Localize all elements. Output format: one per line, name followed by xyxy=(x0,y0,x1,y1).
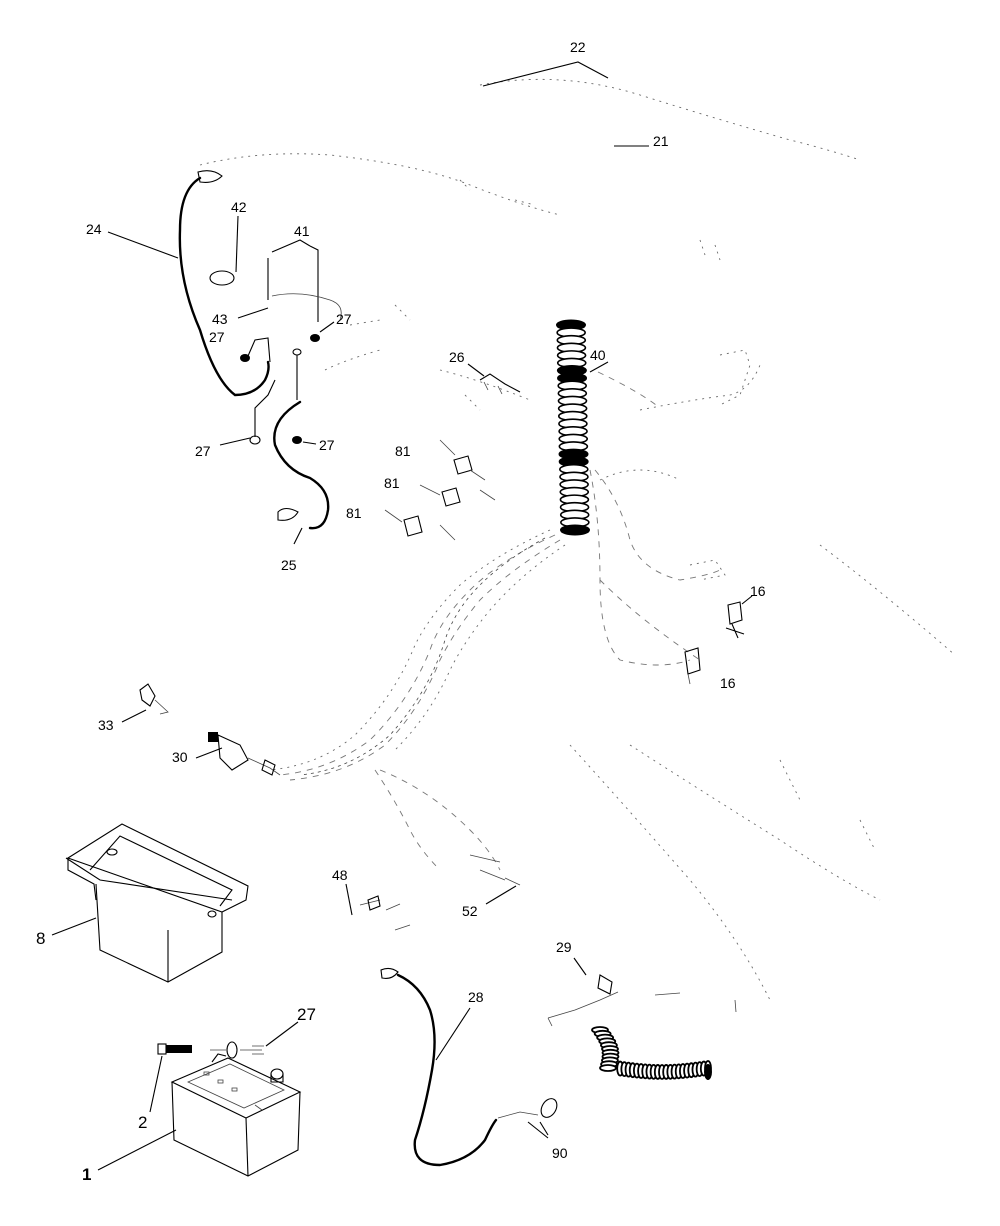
callout-27d: 27 xyxy=(319,437,335,453)
callout-81c: 81 xyxy=(346,505,362,521)
part-21: 21 xyxy=(614,133,669,149)
callout-41: 41 xyxy=(294,223,310,239)
callout-16b: 16 xyxy=(720,675,736,691)
battery-tray-8: 8 xyxy=(36,823,249,983)
cable-28: 28 xyxy=(380,967,498,1167)
part-41-43: 41 43 xyxy=(212,223,342,327)
callout-27a: 27 xyxy=(336,311,352,327)
part-30: 30 xyxy=(172,732,281,776)
callout-29: 29 xyxy=(556,939,572,955)
relay-bracket-area: 26 81 81 81 xyxy=(324,304,531,541)
cable-25: 25 xyxy=(273,400,330,573)
callout-2: 2 xyxy=(138,1113,147,1132)
callout-8: 8 xyxy=(36,929,45,948)
conduit-ring xyxy=(560,524,590,536)
hose-ring xyxy=(599,1064,617,1072)
callout-81b: 81 xyxy=(384,475,400,491)
callout-27e: 27 xyxy=(297,1005,316,1024)
part-33: 33 xyxy=(98,683,169,733)
nuts-27: 27 27 27 27 xyxy=(195,311,352,459)
conduit-40: 40 xyxy=(556,319,661,536)
cable-24: 24 xyxy=(86,170,270,397)
callout-25: 25 xyxy=(281,557,297,573)
hose-end xyxy=(704,1064,712,1080)
part-90: 90 xyxy=(497,1098,568,1161)
callout-27c: 27 xyxy=(195,443,211,459)
callout-81a: 81 xyxy=(395,443,411,459)
callout-24: 24 xyxy=(86,221,102,237)
battery-1: 2 27 1 xyxy=(82,1005,316,1184)
callout-16a: 16 xyxy=(750,583,766,599)
part-29: 29 xyxy=(547,939,712,1080)
callout-26: 26 xyxy=(449,349,465,365)
wire-harness xyxy=(269,469,721,871)
misc-marks xyxy=(689,349,751,1013)
chassis-outline xyxy=(199,78,956,1001)
callout-1: 1 xyxy=(82,1165,91,1184)
callout-40: 40 xyxy=(590,347,606,363)
part-22: 22 xyxy=(482,39,609,87)
callout-52: 52 xyxy=(462,903,478,919)
callout-21: 21 xyxy=(653,133,669,149)
callout-43: 43 xyxy=(212,311,228,327)
callout-42: 42 xyxy=(231,199,247,215)
part-42: 42 xyxy=(209,199,247,286)
callout-33: 33 xyxy=(98,717,114,733)
callout-48: 48 xyxy=(332,867,348,883)
callout-27b: 27 xyxy=(209,329,225,345)
callout-30: 30 xyxy=(172,749,188,765)
part-48-52: 48 52 xyxy=(332,854,521,931)
callout-22: 22 xyxy=(570,39,586,55)
callout-90: 90 xyxy=(552,1145,568,1161)
connectors-16: 16 16 xyxy=(684,583,766,691)
callout-28: 28 xyxy=(468,989,484,1005)
